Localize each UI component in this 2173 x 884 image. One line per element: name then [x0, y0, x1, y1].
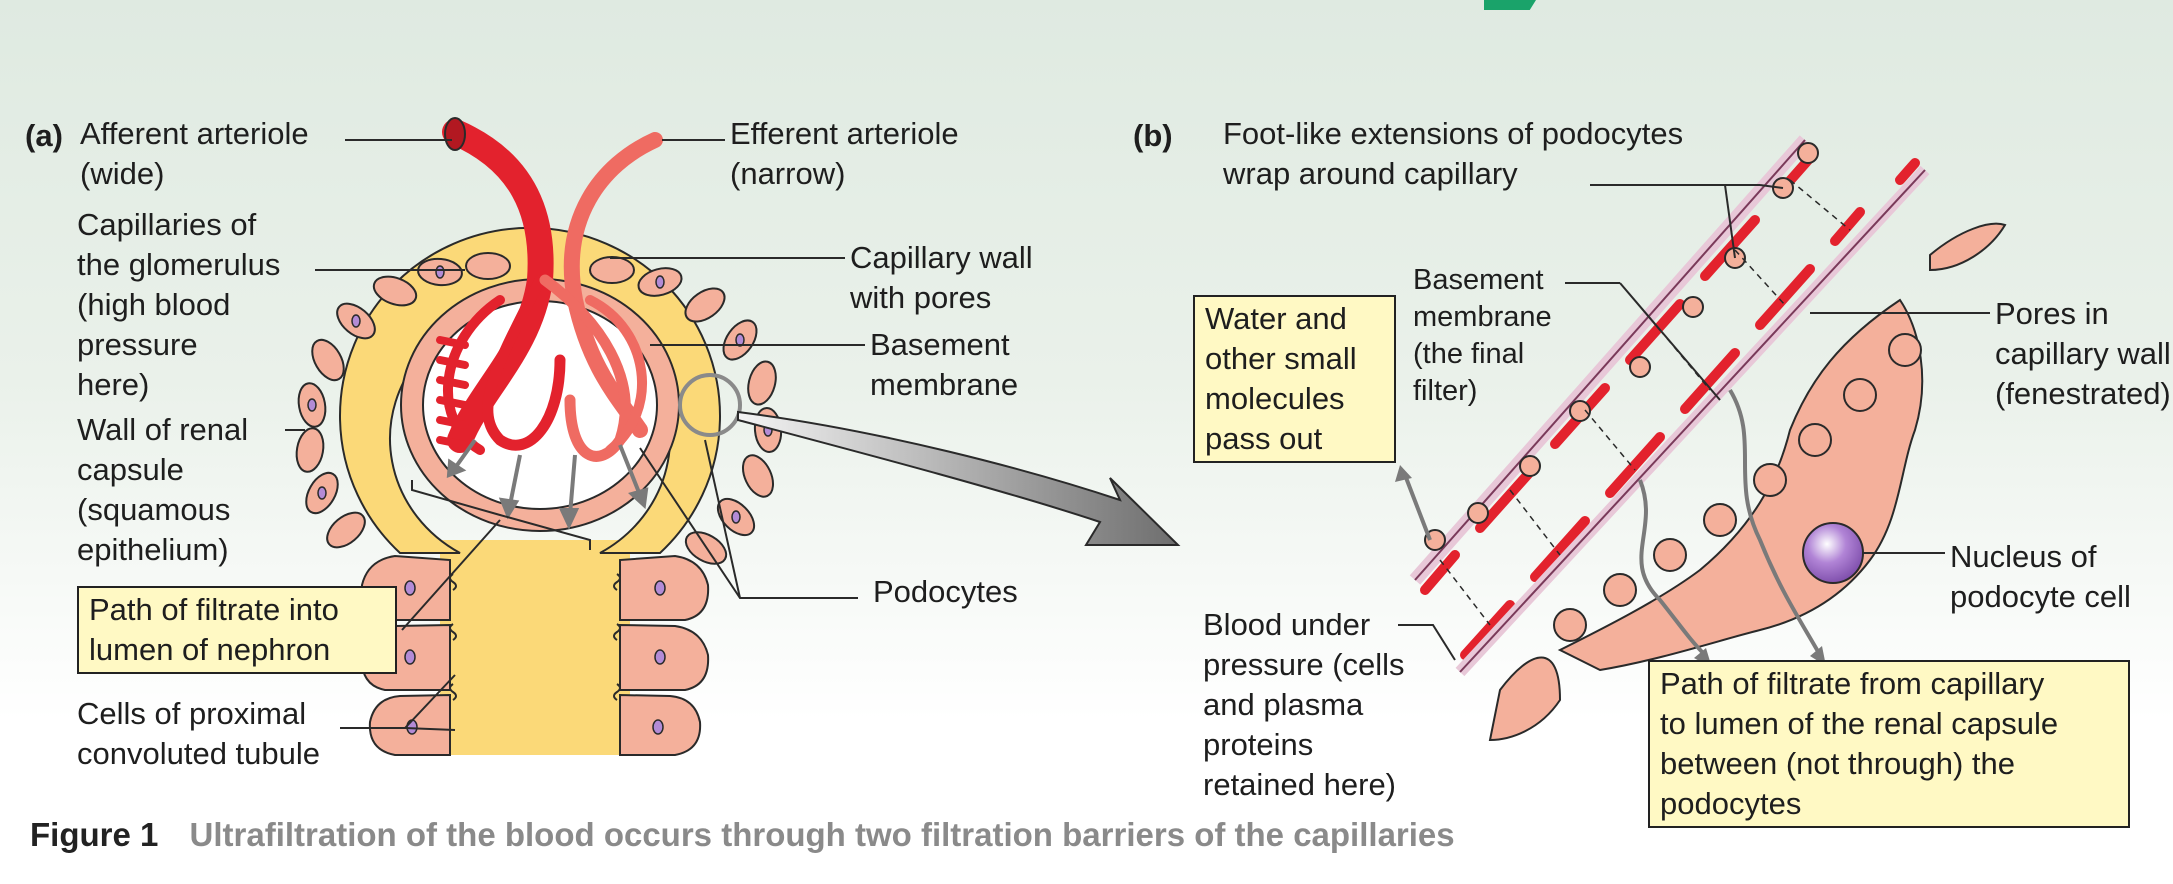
basement-membrane-label-a: Basement membrane	[870, 327, 1019, 402]
leader-lines-a	[285, 139, 865, 731]
figure-caption-text: Ultrafiltration of the blood occurs thro…	[189, 816, 1455, 853]
filtrate-paths-b	[1403, 388, 1822, 657]
figure-number: Figure 1	[30, 816, 159, 853]
zoom-arrow	[737, 410, 1181, 546]
filtrate-bracket	[411, 480, 591, 550]
water-molecules-box: Water and other small molecules pass out	[1193, 295, 1396, 463]
capillaries-label: Capillaries of the glomerulus (high bloo…	[77, 207, 281, 402]
leader-lines-b	[1398, 184, 1990, 661]
capillary-wall-label: Capillary wall with pores	[850, 240, 1033, 315]
renal-corpuscle-illustration	[295, 117, 783, 756]
proximal-tubule-lumen	[440, 540, 630, 755]
panel-a-label: (a)	[25, 118, 63, 153]
nucleus-label: Nucleus of podocyte cell	[1950, 539, 2131, 614]
podocyte-illustration	[1395, 135, 2007, 742]
foot-extensions-label: Foot-like extensions of podocytes wrap a…	[1223, 116, 1684, 191]
brush-border	[449, 573, 621, 701]
publisher-tab-mark	[1484, 0, 1536, 10]
magnifier-circle	[678, 373, 742, 437]
podocyte-foot-process	[1488, 656, 1562, 742]
efferent-arteriole-label: Efferent arteriole (narrow)	[730, 116, 959, 191]
blood-pressure-label: Blood under pressure (cells and plasma p…	[1203, 607, 1405, 802]
filtrate-arrows	[446, 438, 649, 530]
podocytes-label: Podocytes	[873, 574, 1018, 609]
panel-b-label: (b)	[1133, 118, 1173, 153]
filtrate-path-box-a: Path of filtrate into lumen of nephron	[77, 586, 397, 674]
podocyte-nucleus	[1802, 522, 1864, 584]
filtrate-path-box-b: Path of filtrate from capillary to lumen…	[1648, 660, 2130, 828]
coiled-capillary	[436, 336, 469, 449]
figure-caption: Figure 1 Ultrafiltration of the blood oc…	[30, 815, 1455, 855]
proximal-tubule-label: Cells of proximal convoluted tubule	[77, 696, 321, 771]
pores-label: Pores in capillary wall (fenestrated)	[1995, 296, 2171, 411]
podocyte-top-process	[1929, 222, 2007, 272]
capillary-wall-segments-inner	[1460, 158, 1920, 660]
basement-membrane-label-b: Basement membrane (the final filter)	[1413, 264, 1552, 407]
podocyte-foot-lobes	[1553, 333, 1922, 642]
capsule-wall-label: Wall of renal capsule (squamous epitheli…	[77, 412, 249, 567]
afferent-arteriole-label: Afferent arteriole (wide)	[80, 116, 309, 191]
